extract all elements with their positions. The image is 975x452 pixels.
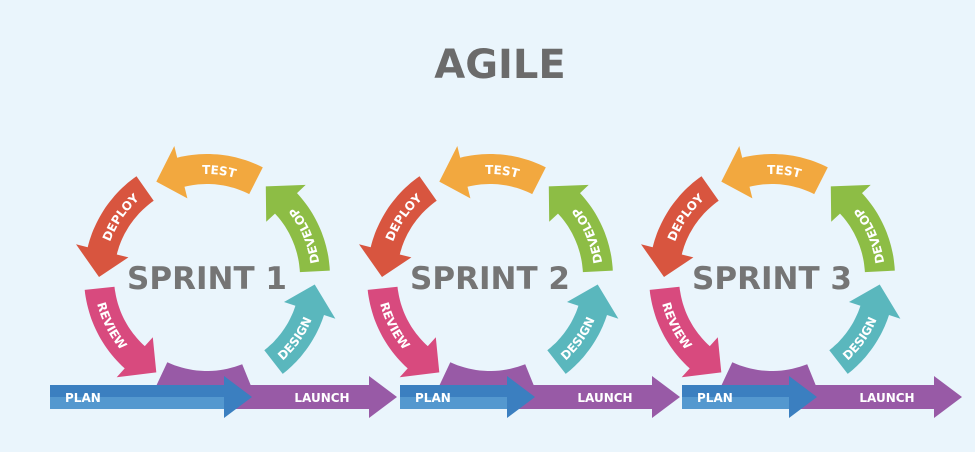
develop-arrow bbox=[830, 184, 895, 273]
test-arrow bbox=[439, 146, 546, 199]
develop-arrow bbox=[548, 184, 613, 273]
plan-label: PLAN bbox=[697, 391, 733, 405]
test-label: TEST bbox=[202, 163, 238, 181]
design-arrow bbox=[829, 284, 901, 374]
sprint-label: SPRINT 1 bbox=[127, 261, 287, 297]
launch-label: LAUNCH bbox=[294, 391, 349, 405]
deploy-arrow bbox=[76, 176, 154, 277]
develop-arrow bbox=[265, 184, 330, 273]
deploy-arrow bbox=[641, 176, 719, 277]
plan-label: PLAN bbox=[65, 391, 101, 405]
test-arrow bbox=[156, 146, 263, 199]
sprint-label: SPRINT 2 bbox=[410, 261, 570, 297]
review-arrow bbox=[84, 286, 157, 378]
diagram-title: AGILE bbox=[434, 42, 565, 88]
test-arrow bbox=[721, 146, 828, 199]
design-arrow bbox=[264, 284, 336, 374]
launch-label: LAUNCH bbox=[859, 391, 914, 405]
test-label: TEST bbox=[767, 163, 803, 181]
test-label: TEST bbox=[485, 163, 521, 181]
sprint-label: SPRINT 3 bbox=[692, 261, 852, 297]
deploy-arrow bbox=[359, 176, 437, 277]
design-arrow bbox=[547, 284, 619, 374]
review-arrow bbox=[649, 286, 722, 378]
plan-label: PLAN bbox=[415, 391, 451, 405]
review-arrow bbox=[367, 286, 440, 378]
launch-label: LAUNCH bbox=[577, 391, 632, 405]
